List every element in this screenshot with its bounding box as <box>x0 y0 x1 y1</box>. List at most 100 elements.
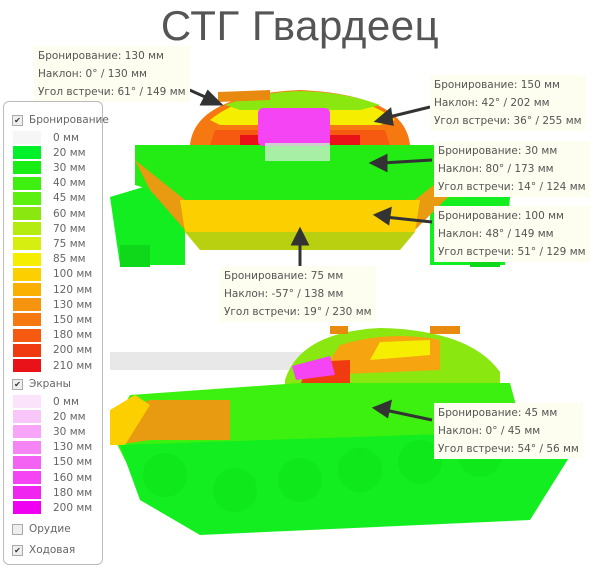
legend-item: 60 мм <box>13 207 86 220</box>
tracks-checkbox[interactable]: ✔ <box>12 544 23 556</box>
legend-item-label: 70 мм <box>53 222 86 235</box>
legend-item: 160 мм <box>13 471 92 484</box>
tooltip-angle: Угол встречи: 54° / 56 мм <box>438 443 579 455</box>
armor-tooltip: Бронирование: 30 мм Наклон: 80° / 173 мм… <box>434 141 590 197</box>
color-swatch <box>13 267 41 281</box>
legend-item: 200 мм <box>13 343 93 357</box>
tooltip-armor: Бронирование: 150 мм <box>434 79 560 91</box>
legend-item: 120 мм <box>13 283 92 296</box>
tooltip-armor: Бронирование: 75 мм <box>224 270 344 282</box>
legend-item: 130 мм <box>13 298 93 312</box>
legend-item-label: 20 мм <box>53 146 86 159</box>
color-swatch <box>13 207 41 220</box>
armor-tooltip: Бронирование: 45 мм Наклон: 0° / 45 мм У… <box>434 403 583 459</box>
legend-item-label: 30 мм <box>53 425 86 438</box>
gun-toggle[interactable]: Орудие <box>12 523 71 535</box>
legend-item: 0 мм <box>13 395 79 408</box>
tooltip-angle: Угол встречи: 14° / 124 мм <box>438 181 586 193</box>
color-swatch <box>13 191 41 205</box>
color-swatch <box>13 313 41 327</box>
armor-tooltip: Бронирование: 75 мм Наклон: -57° / 138 м… <box>220 266 376 322</box>
armor-tooltip: Бронирование: 130 мм Наклон: 0° / 130 мм… <box>34 46 190 102</box>
screens-toggle[interactable]: ✔ Экраны <box>12 378 71 390</box>
legend-item: 85 мм <box>13 252 86 266</box>
color-swatch <box>13 131 41 144</box>
legend-item-label: 40 мм <box>53 177 86 190</box>
color-swatch <box>13 298 41 312</box>
tooltip-armor: Бронирование: 100 мм <box>438 210 564 222</box>
legend-item-label: 75 мм <box>53 237 86 250</box>
legend-item: 200 мм <box>13 501 93 515</box>
legend-item-label: 120 мм <box>53 283 93 296</box>
legend-item-label: 200 мм <box>53 344 93 357</box>
legend-panel: ✔ Бронирование 0 мм 20 мм 30 мм 40 мм 45 мм 6… <box>3 101 109 565</box>
legend-item-label: 30 мм <box>53 161 86 174</box>
page-title: СТГ Гвардеец <box>160 2 440 49</box>
legend-item-label: 0 мм <box>53 131 79 144</box>
legend-item: 70 мм <box>13 222 86 236</box>
legend-item-label: 150 мм <box>53 313 93 326</box>
legend-item-label: 130 мм <box>53 298 93 311</box>
tooltip-slope: Наклон: 0° / 130 мм <box>38 68 147 80</box>
legend-item: 45 мм <box>13 191 86 205</box>
legend-item: 180 мм <box>13 486 93 500</box>
legend-item-label: 210 мм <box>53 359 93 372</box>
legend-item-label: 130 мм <box>53 441 93 454</box>
gun-checkbox[interactable] <box>12 523 23 535</box>
legend-item-label: 85 мм <box>53 253 86 266</box>
legend-item-label: 45 мм <box>53 192 86 205</box>
tooltip-slope: Наклон: 80° / 173 мм <box>438 163 554 175</box>
screens-label: Экраны <box>29 378 71 390</box>
legend-item: 150 мм <box>13 313 93 327</box>
tooltip-angle: Угол встречи: 61° / 149 мм <box>38 86 186 98</box>
screens-checkbox[interactable]: ✔ <box>12 378 23 390</box>
tooltip-armor: Бронирование: 130 мм <box>38 50 164 62</box>
armor-label: Бронирование <box>29 114 109 126</box>
color-swatch <box>13 343 41 357</box>
tooltip-slope: Наклон: 0° / 45 мм <box>438 425 541 437</box>
color-swatch <box>13 328 41 342</box>
legend-item: 75 мм <box>13 237 86 251</box>
color-swatch <box>13 146 41 160</box>
color-swatch <box>13 359 41 372</box>
color-swatch <box>13 176 41 190</box>
tooltip-angle: Угол встречи: 36° / 255 мм <box>434 115 582 127</box>
tooltip-armor: Бронирование: 45 мм <box>438 407 558 419</box>
armor-toggle[interactable]: ✔ Бронирование <box>12 114 109 126</box>
armor-checkbox[interactable]: ✔ <box>12 114 23 126</box>
tracks-label: Ходовая <box>29 544 76 556</box>
color-swatch <box>13 455 41 469</box>
color-swatch <box>13 161 41 175</box>
color-swatch <box>13 237 41 251</box>
color-swatch <box>13 501 41 515</box>
color-swatch <box>13 395 41 408</box>
tooltip-slope: Наклон: 48° / 149 мм <box>438 228 554 240</box>
legend-item: 150 мм <box>13 455 93 469</box>
tracks-toggle[interactable]: ✔ Ходовая <box>12 544 75 556</box>
legend-item: 20 мм <box>13 410 86 424</box>
legend-item-label: 160 мм <box>53 471 93 484</box>
legend-item: 210 мм <box>13 359 92 372</box>
gun-label: Орудие <box>29 523 71 535</box>
legend-item: 20 мм <box>13 146 86 160</box>
tooltip-armor: Бронирование: 30 мм <box>438 145 558 157</box>
legend-item: 30 мм <box>13 425 86 439</box>
tooltip-angle: Угол встречи: 51° / 129 мм <box>438 246 586 258</box>
legend-item-label: 180 мм <box>53 486 93 499</box>
color-swatch <box>13 252 41 266</box>
legend-item-label: 180 мм <box>53 329 93 342</box>
legend-item: 40 мм <box>13 176 86 190</box>
color-swatch <box>13 440 41 454</box>
legend-item-label: 20 мм <box>53 410 86 423</box>
legend-item-label: 60 мм <box>53 207 86 220</box>
legend-item: 180 мм <box>13 328 93 342</box>
annotation-arrows <box>184 86 433 422</box>
legend-item-label: 0 мм <box>53 395 79 408</box>
legend-item-label: 200 мм <box>53 501 93 514</box>
color-swatch <box>13 283 41 296</box>
legend-item-label: 100 мм <box>53 268 93 281</box>
legend-item-label: 150 мм <box>53 456 93 469</box>
armor-tooltip: Бронирование: 100 мм Наклон: 48° / 149 м… <box>434 206 590 262</box>
color-swatch <box>13 425 41 439</box>
color-swatch <box>13 486 41 500</box>
